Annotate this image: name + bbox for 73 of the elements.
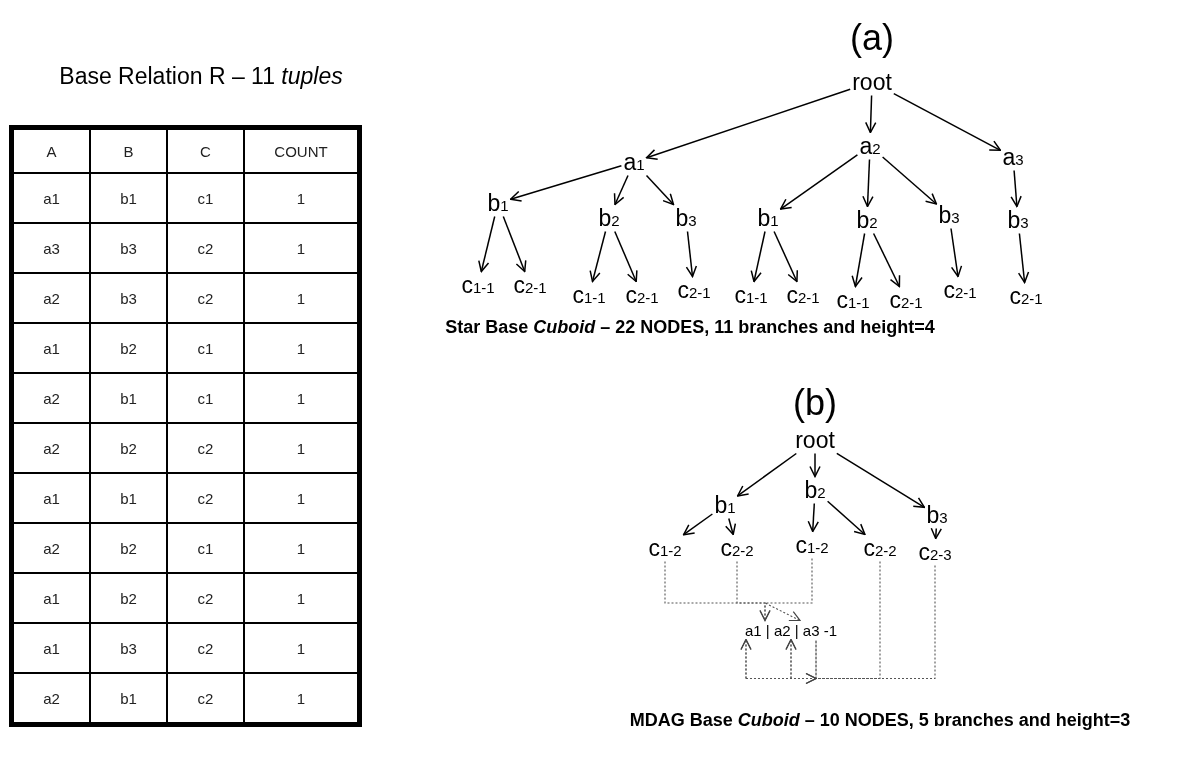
tree-caption: Star Base Cuboid – 22 NODES, 11 branches and height=4	[445, 316, 935, 338]
arrow	[862, 158, 874, 208]
arrow	[645, 174, 675, 206]
table-cell: a2	[11, 423, 90, 473]
column-header: B	[90, 127, 167, 173]
tree-caption: MDAG Base Cuboid – 10 NODES, 5 branches and height=3	[629, 709, 1131, 731]
table-cell: a1	[11, 573, 90, 623]
arrow	[750, 230, 766, 283]
arrow	[614, 230, 638, 283]
table-cell: a1	[11, 173, 90, 223]
dotted-arrow	[736, 560, 771, 622]
table-cell: b1	[90, 373, 167, 423]
table-cell: b3	[90, 273, 167, 323]
arrow	[502, 215, 527, 273]
arrow	[613, 174, 629, 206]
arrow	[725, 517, 737, 536]
arrow	[1010, 169, 1022, 208]
arrow	[1017, 232, 1030, 284]
arrow	[509, 165, 623, 202]
arrow	[865, 94, 877, 134]
arrow	[826, 500, 866, 536]
table-cell: a2	[11, 523, 90, 573]
arrow	[736, 452, 798, 497]
table-cell: a1	[11, 473, 90, 523]
dotted-arrow	[764, 557, 813, 622]
dotted-arrow	[740, 564, 936, 685]
table-cell: c2	[167, 223, 244, 273]
table-cell: c2	[167, 573, 244, 623]
table-cell: b1	[90, 473, 167, 523]
table-cell: a3	[11, 223, 90, 273]
arrow	[930, 527, 943, 540]
table-cell: a2	[11, 273, 90, 323]
table-cell: b2	[90, 323, 167, 373]
table-cell: b3	[90, 223, 167, 273]
table-cell: c2	[167, 623, 244, 673]
arrow	[779, 154, 859, 210]
arrow	[685, 230, 698, 278]
arrow	[851, 232, 866, 288]
tree-node-label: root	[794, 427, 836, 453]
arrow	[589, 230, 607, 283]
arrow	[809, 452, 821, 478]
arrow	[881, 156, 938, 205]
table-cell: c2	[167, 273, 244, 323]
node-label: a1 | a2 | a3 -1	[744, 621, 838, 639]
arrow	[682, 513, 714, 536]
table-cell: b2	[90, 423, 167, 473]
table-cell: a2	[11, 373, 90, 423]
table-cell: a1	[11, 323, 90, 373]
panel-label: (a)	[850, 17, 894, 59]
panel-label: (b)	[793, 382, 837, 424]
table-cell: c1	[167, 523, 244, 573]
column-header: C	[167, 127, 244, 173]
arrow	[773, 230, 799, 283]
arrow	[893, 92, 1002, 152]
arrow	[645, 88, 851, 161]
table-cell: b3	[90, 623, 167, 673]
arrow	[836, 452, 926, 509]
tree-node-label: root	[851, 69, 893, 95]
table-cell: c2	[167, 473, 244, 523]
table-cell: b1	[90, 173, 167, 223]
arrow	[872, 232, 901, 288]
table-cell: c1	[167, 323, 244, 373]
table-cell: a1	[11, 623, 90, 673]
table-cell: b2	[90, 523, 167, 573]
arrow	[950, 227, 963, 278]
table-caption: Base Relation R – 11 tuples	[59, 62, 343, 90]
column-header: A	[11, 127, 90, 173]
table-cell: c1	[167, 373, 244, 423]
arrow	[807, 502, 819, 533]
table-cell: c1	[167, 173, 244, 223]
table-cell: c2	[167, 423, 244, 473]
table-cell: b2	[90, 573, 167, 623]
arrow	[478, 215, 496, 273]
